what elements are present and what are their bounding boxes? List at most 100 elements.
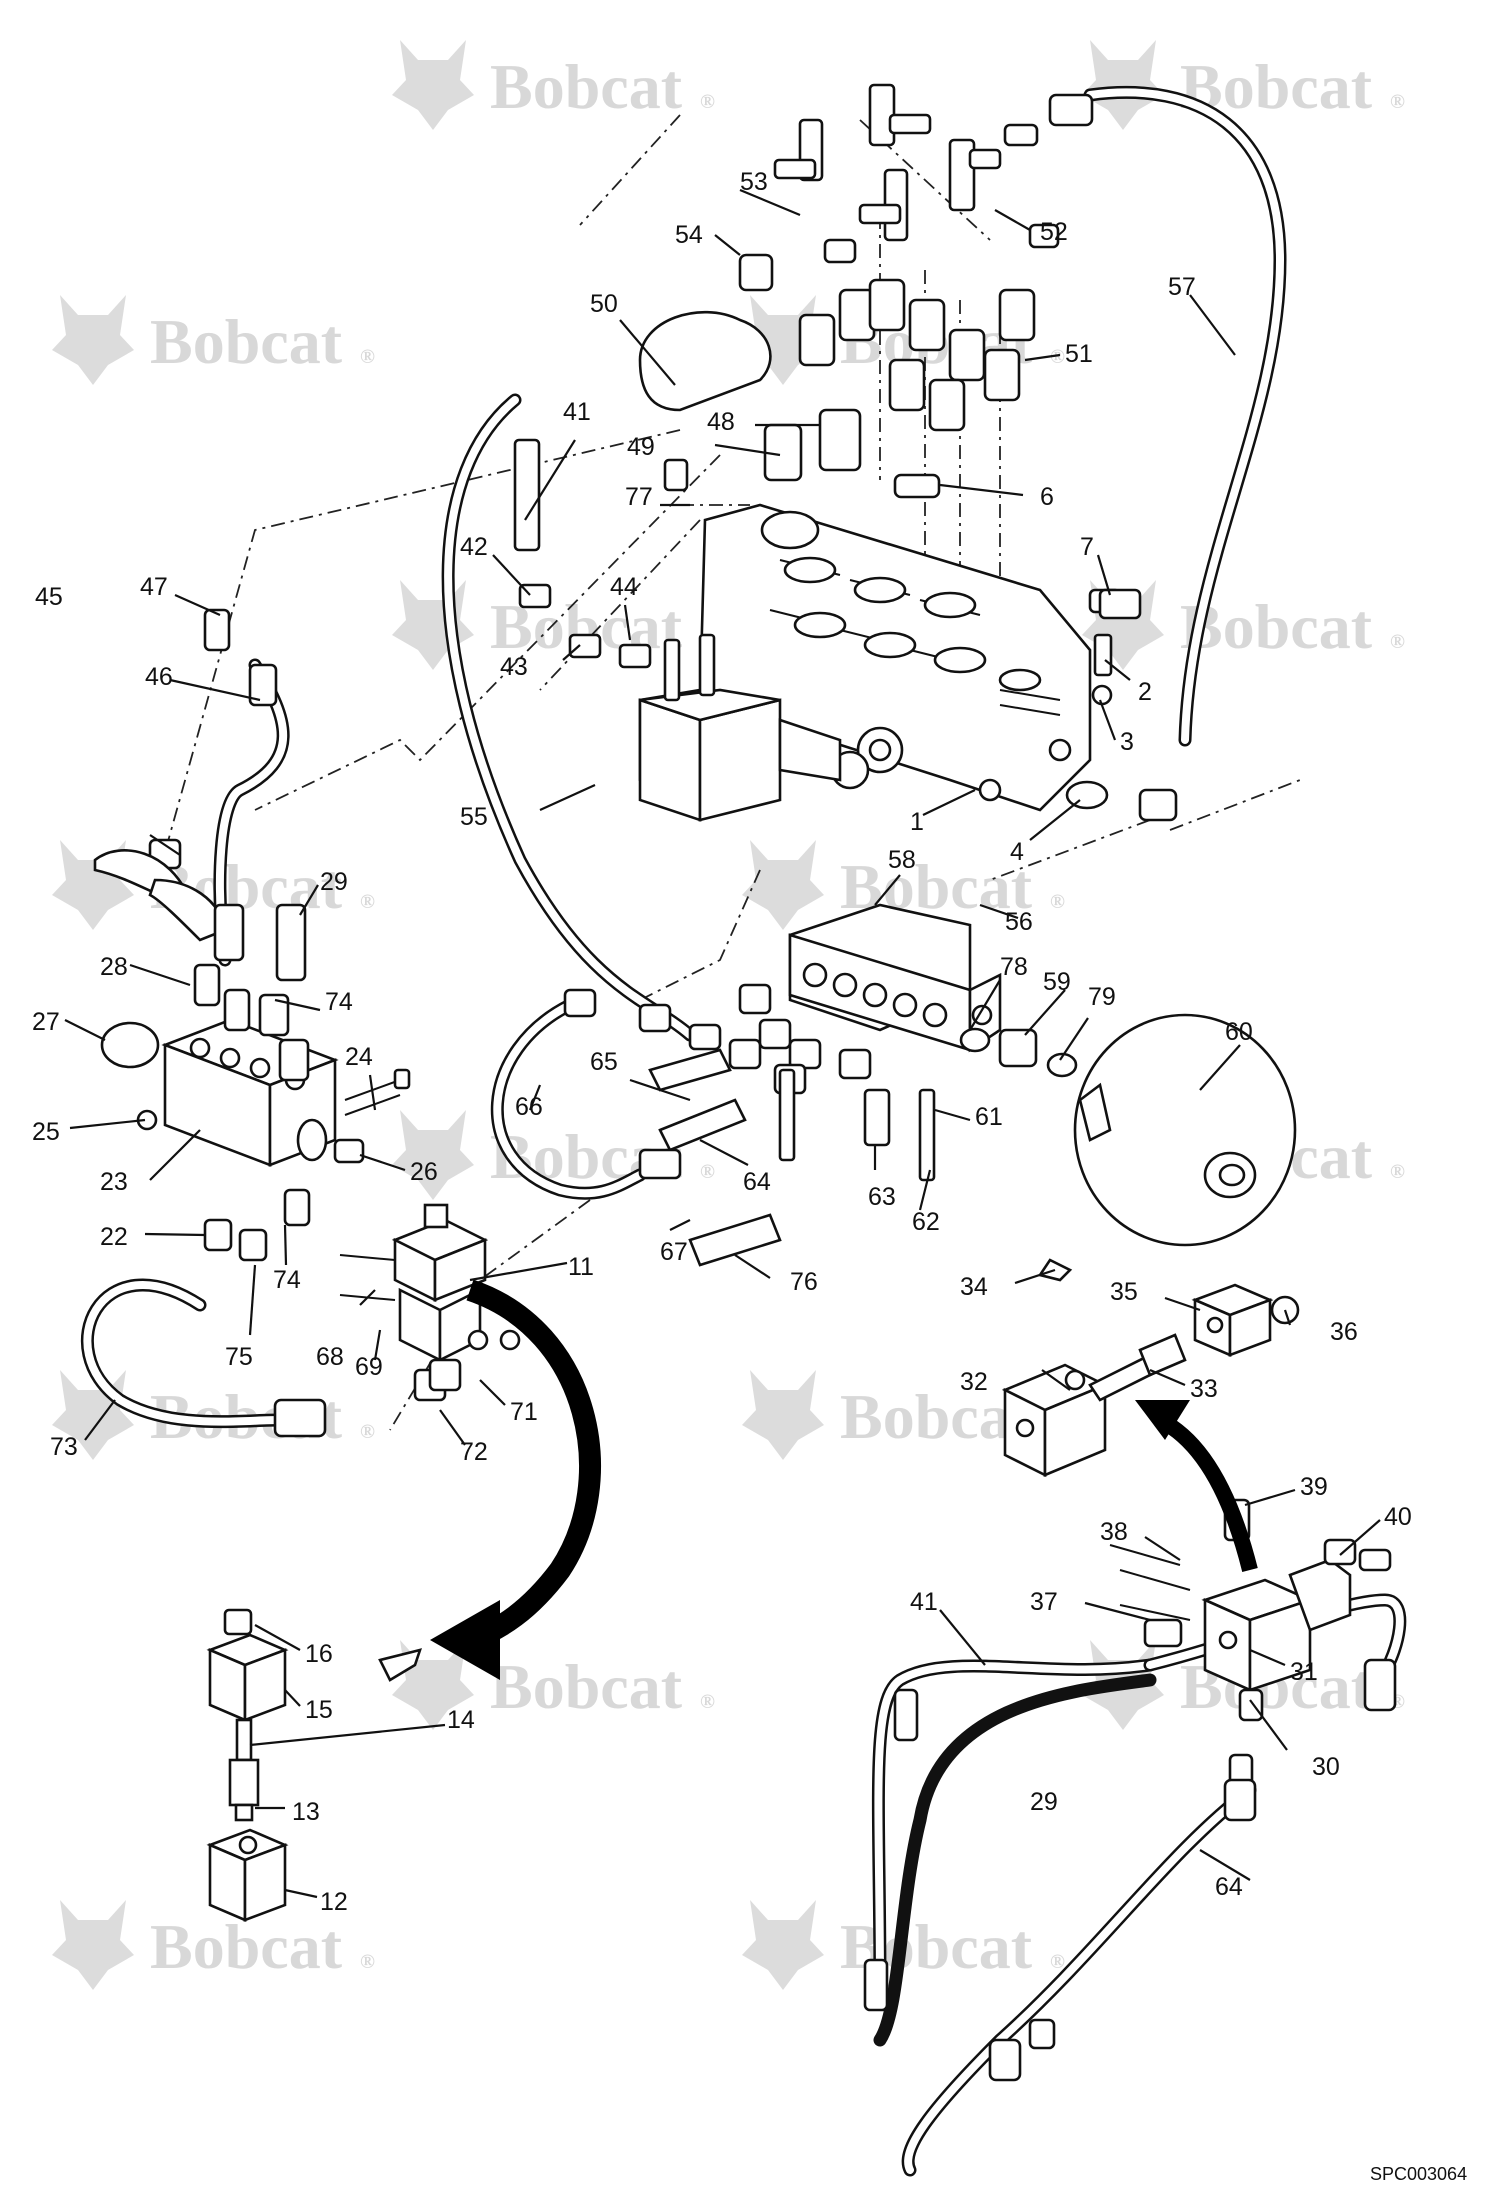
watermark-registered-mark: ® <box>360 346 375 368</box>
part-label: 61 <box>975 1103 1003 1131</box>
part-label: 24 <box>345 1043 373 1071</box>
accumulator-60 <box>1073 1013 1297 1247</box>
watermark-registered-mark: ® <box>1050 1951 1065 1973</box>
part-label: 60 <box>1225 1018 1253 1046</box>
part-labels: 1234671112131415162223242526272829293031… <box>32 168 1412 1916</box>
part-label: 26 <box>410 1158 438 1186</box>
bobcat-logo-icon <box>392 1110 474 1200</box>
part-label: 74 <box>273 1266 301 1294</box>
part-label: 25 <box>32 1118 60 1146</box>
part-label: 41 <box>563 398 591 426</box>
direction-arrows <box>430 1279 1258 1680</box>
part-label: 12 <box>320 1888 348 1916</box>
part-label: 47 <box>140 573 168 601</box>
part-label: 57 <box>1168 273 1196 301</box>
part-label: 39 <box>1300 1473 1328 1501</box>
part-label: 59 <box>1043 968 1071 996</box>
detail-block-15 <box>206 1608 289 1722</box>
part-label: 79 <box>1088 983 1116 1011</box>
part-label: 28 <box>100 953 128 981</box>
part-label: 37 <box>1030 1588 1058 1616</box>
bobcat-logo-icon <box>392 580 474 670</box>
solenoid-coil-35 <box>1191 1283 1300 1357</box>
manifold-block-58 <box>788 903 1002 1053</box>
bobcat-watermark: Bobcat® <box>742 840 1065 930</box>
detail-block-12 <box>206 1828 289 1922</box>
part-label: 36 <box>1330 1318 1358 1346</box>
leader-lines <box>64 188 1381 1899</box>
part-label: 3 <box>1120 728 1134 756</box>
bobcat-watermark: Bobcat® <box>52 295 375 385</box>
part-label: 11 <box>568 1253 594 1281</box>
part-label: 30 <box>1312 1753 1340 1781</box>
part-label: 56 <box>1005 908 1033 936</box>
bobcat-logo-icon <box>742 1900 824 1990</box>
bobcat-logo-icon <box>52 1900 134 1990</box>
part-label: 76 <box>790 1268 818 1296</box>
part-label: 2 <box>1138 678 1152 706</box>
part-label: 68 <box>316 1343 344 1371</box>
part-label: 45 <box>35 583 63 611</box>
part-label: 74 <box>325 988 353 1016</box>
watermark-text: Bobcat <box>490 1651 683 1722</box>
bobcat-watermark: Bobcat® <box>392 1640 715 1730</box>
bobcat-watermark: Bobcat® <box>392 1110 715 1200</box>
part-label: 67 <box>660 1238 688 1266</box>
part-label: 7 <box>1080 533 1094 561</box>
watermark-registered-mark: ® <box>1390 631 1405 653</box>
valve-solenoids <box>638 688 842 822</box>
part-label: 75 <box>225 1343 253 1371</box>
part-label: 42 <box>460 533 488 561</box>
watermark-registered-mark: ® <box>1050 346 1065 368</box>
bobcat-logo-icon <box>1082 40 1164 130</box>
valve-block-32 <box>1001 1363 1109 1478</box>
drawing-code: SPC003064 <box>1370 2164 1467 2184</box>
bobcat-watermark: Bobcat® <box>392 40 715 130</box>
part-label: 41 <box>910 1588 938 1616</box>
detail-cartridge-13 <box>228 1718 260 1822</box>
bobcat-watermark: Bobcat® <box>1082 40 1405 130</box>
part-label: 63 <box>868 1183 896 1211</box>
part-label: 50 <box>590 290 618 318</box>
part-label: 33 <box>1190 1375 1218 1403</box>
watermark-registered-mark: ® <box>700 1161 715 1183</box>
watermark-registered-mark: ® <box>360 891 375 913</box>
part-label: 52 <box>1040 218 1068 246</box>
part-label: 40 <box>1384 1503 1412 1531</box>
bobcat-logo-icon <box>742 840 824 930</box>
bobcat-logo-icon <box>392 40 474 130</box>
bobcat-watermark: Bobcat® <box>742 1370 1065 1460</box>
part-label: 69 <box>355 1353 383 1381</box>
part-label: 78 <box>1000 953 1028 981</box>
part-label: 51 <box>1065 340 1093 368</box>
part-label: 29 <box>1030 1788 1058 1816</box>
part-label: 15 <box>305 1696 333 1724</box>
part-label: 14 <box>447 1706 475 1734</box>
part-label: 66 <box>515 1093 543 1121</box>
part-label: 27 <box>32 1008 60 1036</box>
part-label: 64 <box>1215 1873 1243 1901</box>
part-label: 29 <box>320 868 348 896</box>
part-label: 38 <box>1100 1518 1128 1546</box>
part-label: 53 <box>740 168 768 196</box>
fittings <box>93 83 1397 2082</box>
part-label: 65 <box>590 1048 618 1076</box>
part-label: 48 <box>707 408 735 436</box>
watermark-text: Bobcat <box>150 1911 343 1982</box>
hoses <box>80 85 1407 2177</box>
watermark-registered-mark: ® <box>1390 1161 1405 1183</box>
cartridge-33 <box>1088 1333 1187 1402</box>
part-label: 64 <box>743 1168 771 1196</box>
part-label: 35 <box>1110 1278 1138 1306</box>
watermark-registered-mark: ® <box>360 1951 375 1973</box>
part-label: 13 <box>292 1798 320 1826</box>
part-label: 55 <box>460 803 488 831</box>
watermark-registered-mark: ® <box>360 1421 375 1443</box>
part-label: 73 <box>50 1433 78 1461</box>
watermark-registered-mark: ® <box>1390 91 1405 113</box>
part-label: 16 <box>305 1640 333 1668</box>
part-label: 71 <box>510 1398 538 1426</box>
part-label: 44 <box>610 573 638 601</box>
part-label: 22 <box>100 1223 128 1251</box>
watermark-registered-mark: ® <box>1050 891 1065 913</box>
